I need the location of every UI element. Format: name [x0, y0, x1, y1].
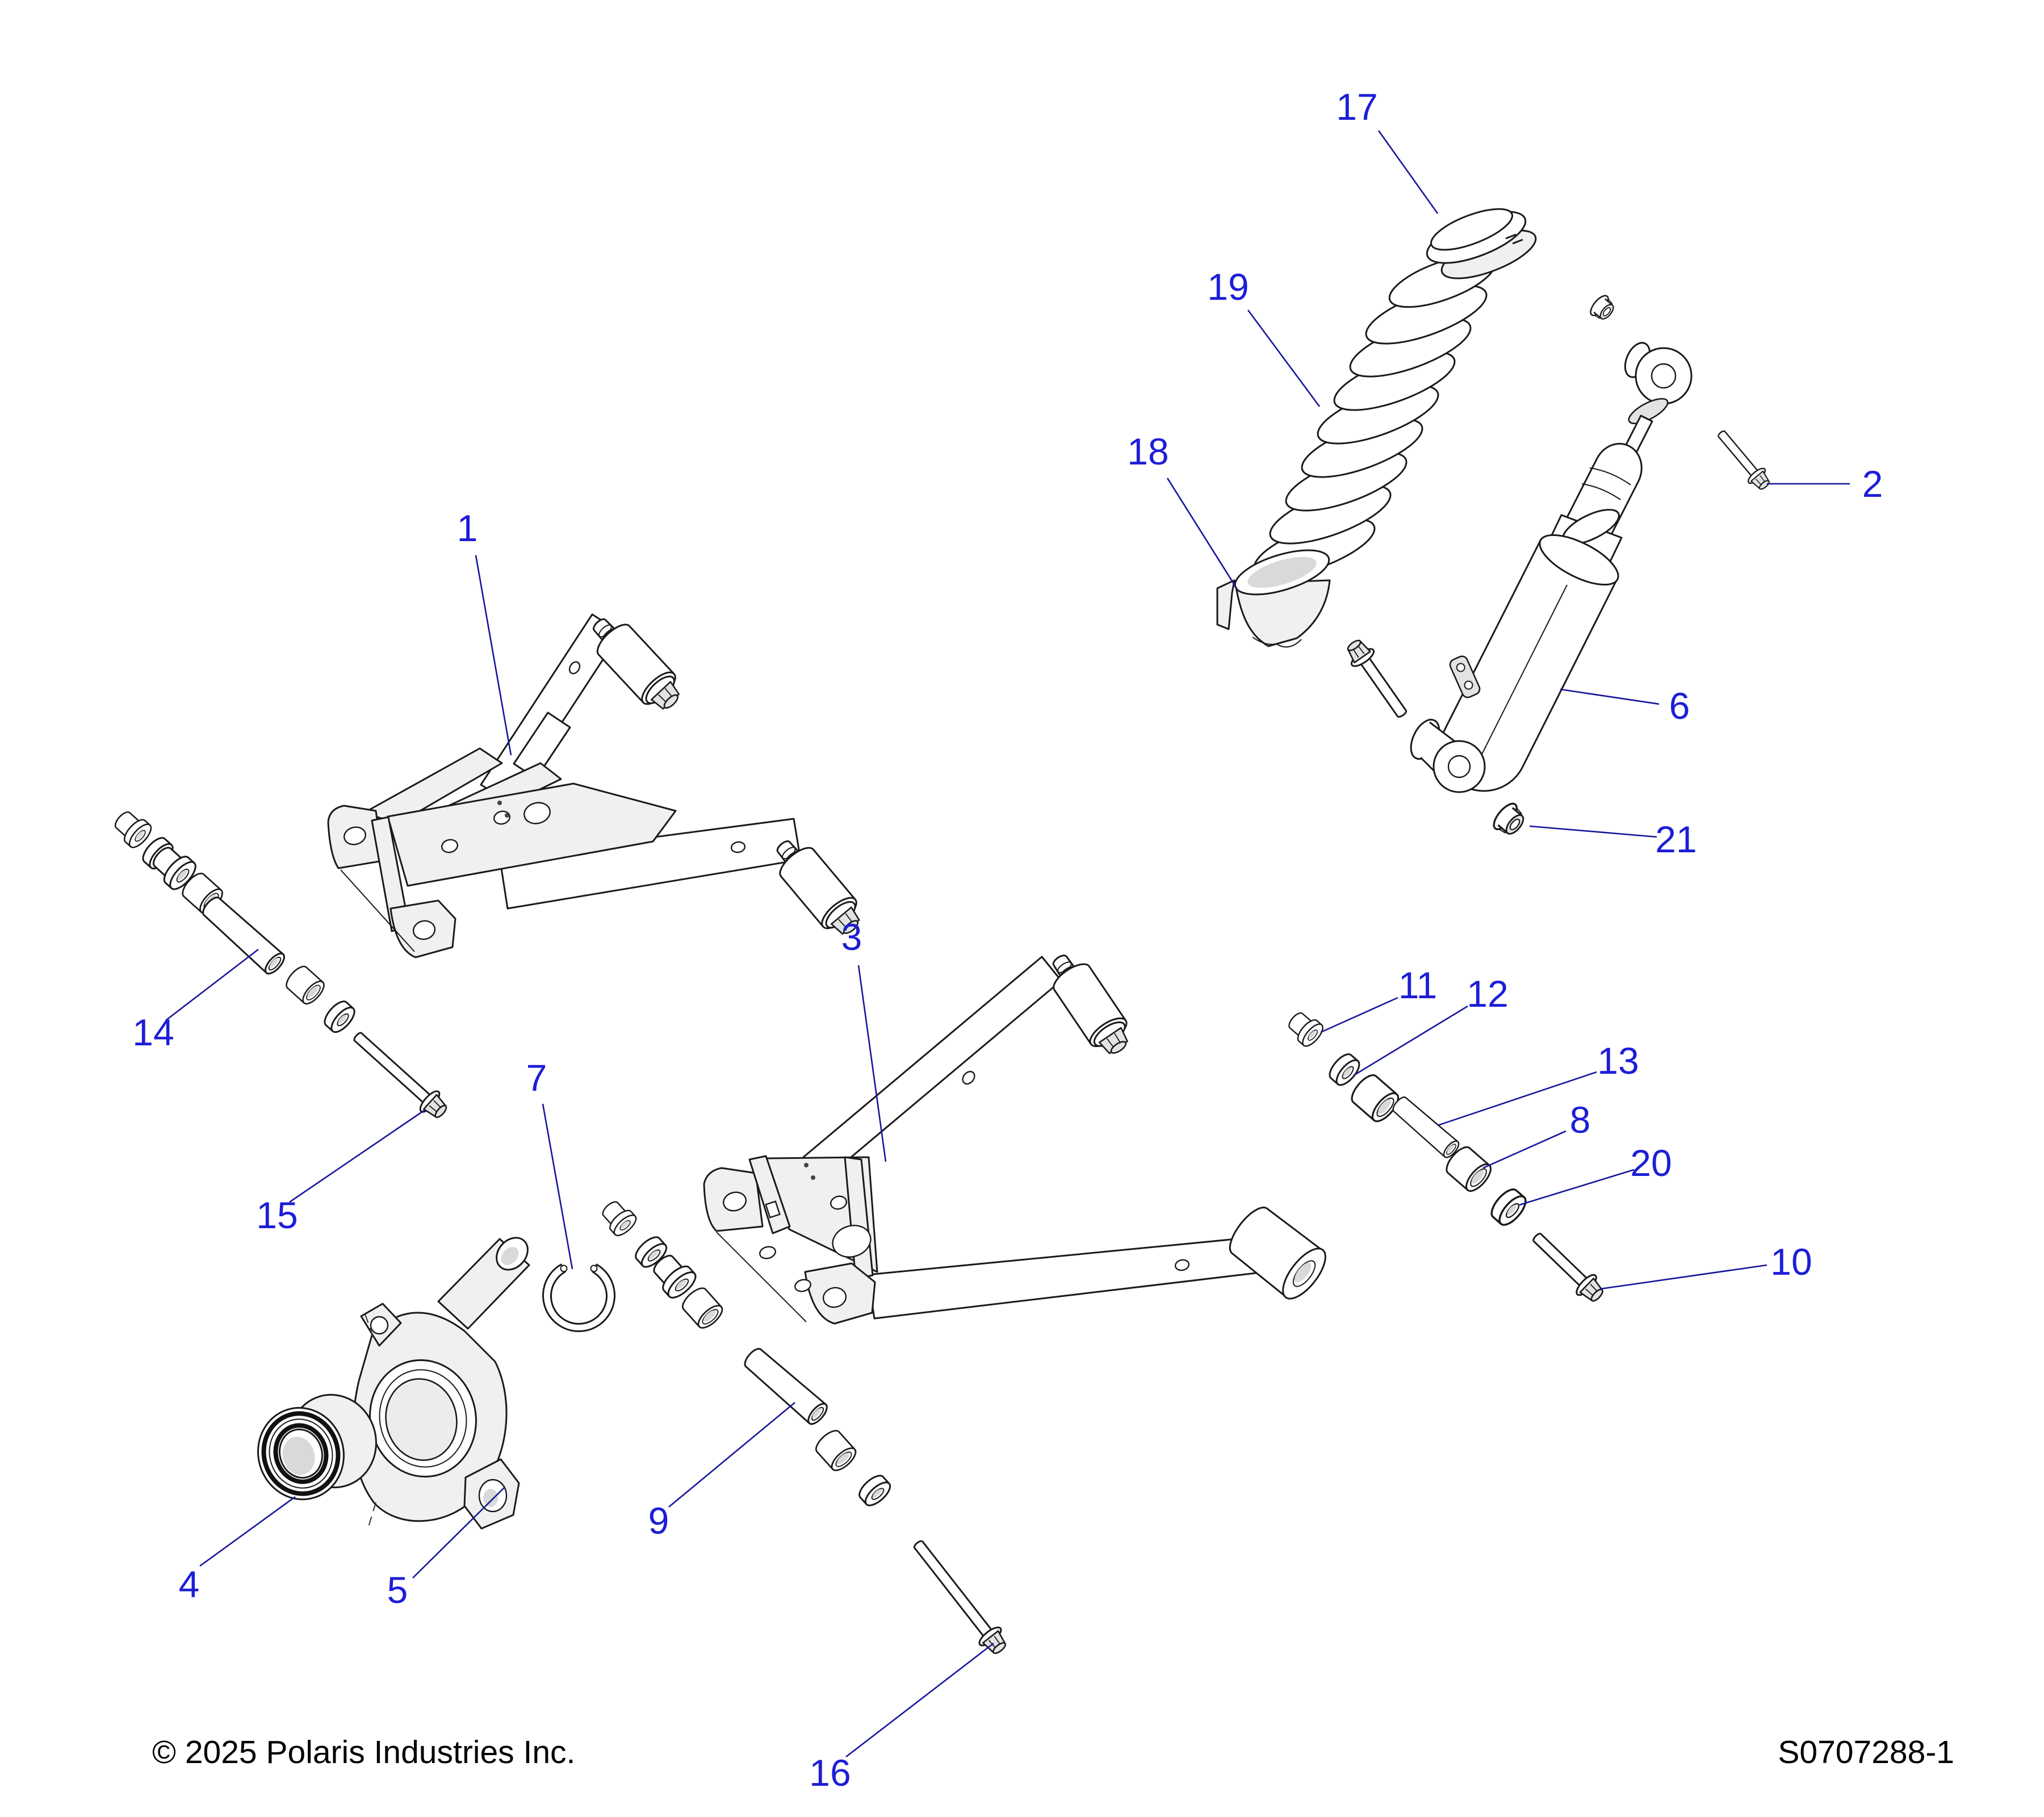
spacer — [1346, 1070, 1404, 1127]
lower-arm-rear-tube — [866, 1237, 1257, 1320]
bushing — [109, 805, 156, 852]
bolt-2 — [1712, 426, 1774, 493]
callout-15[interactable]: 15 — [256, 1194, 298, 1236]
callout-20[interactable]: 20 — [1630, 1142, 1672, 1184]
callout-18[interactable]: 18 — [1127, 430, 1168, 472]
callout-5-leader — [412, 1487, 505, 1579]
spacer — [282, 962, 328, 1008]
sleeve-tube-13 — [1389, 1094, 1462, 1161]
callout-21-leader — [1529, 825, 1657, 838]
callout-14[interactable]: 14 — [132, 1011, 174, 1053]
sleeve-tube-9 — [740, 1344, 831, 1428]
copyright-text: © 2025 Polaris Industries Inc. — [152, 1734, 575, 1770]
callout-16-leader — [845, 1642, 994, 1758]
callout-4[interactable]: 4 — [179, 1563, 200, 1605]
spacer — [811, 1426, 860, 1475]
upper-control-arm — [327, 607, 870, 958]
callout-9-leader — [668, 1401, 795, 1508]
callout-4-leader — [199, 1496, 296, 1567]
callout-8[interactable]: 8 — [1570, 1099, 1591, 1141]
callout-7-leader — [542, 1103, 573, 1270]
hub-carrier — [352, 1237, 530, 1530]
lower-arm-front-pivot-bushing — [1040, 945, 1139, 1064]
lower-arm-rear-bushing — [1221, 1199, 1334, 1307]
bushing-stack-right — [1283, 1007, 1609, 1307]
spring-retainer-upper — [1426, 208, 1537, 279]
bolt-16 — [907, 1535, 1011, 1659]
washer-20 — [1486, 1184, 1531, 1230]
callout-1-leader — [475, 555, 512, 756]
callout-17-leader — [1377, 130, 1439, 214]
upper-arm-bracket — [387, 782, 677, 887]
callout-12[interactable]: 12 — [1467, 973, 1508, 1015]
callout-19-leader — [1247, 309, 1321, 407]
callout-3[interactable]: 3 — [841, 916, 862, 958]
washer — [320, 997, 359, 1037]
callout-18-leader — [1166, 478, 1238, 589]
callout-17[interactable]: 17 — [1336, 86, 1377, 128]
callout-14-leader — [165, 948, 259, 1021]
drawing-number: S0707288-1 — [1778, 1734, 1954, 1770]
callout-2[interactable]: 2 — [1862, 463, 1883, 505]
callout-7[interactable]: 7 — [526, 1057, 547, 1099]
washer-12 — [1325, 1049, 1364, 1090]
callout-5[interactable]: 5 — [387, 1569, 408, 1611]
wheel-bearing — [257, 1393, 377, 1501]
callout-8-leader — [1482, 1130, 1566, 1169]
callout-12-leader — [1353, 1005, 1468, 1077]
callout-15-leader — [289, 1109, 425, 1203]
sleeve-tube-14 — [198, 893, 288, 978]
callout-10[interactable]: 10 — [1770, 1241, 1812, 1283]
callout-13-leader — [1437, 1071, 1597, 1127]
callout-11-leader — [1320, 997, 1398, 1033]
callout-3-leader — [857, 965, 887, 1162]
callout-21[interactable]: 21 — [1655, 818, 1697, 860]
callout-13[interactable]: 13 — [1597, 1040, 1639, 1082]
bolt-15 — [347, 1025, 451, 1123]
bushing-stack-center — [596, 1196, 1011, 1659]
callout-19[interactable]: 19 — [1207, 266, 1249, 308]
retainer-bolt — [1342, 635, 1414, 723]
callout-11[interactable]: 11 — [1398, 964, 1438, 1006]
callout-16[interactable]: 16 — [809, 1752, 851, 1794]
flange-nut-21 — [1489, 799, 1530, 841]
callout-20-leader — [1519, 1169, 1635, 1206]
callout-9[interactable]: 9 — [648, 1500, 669, 1542]
callout-6-leader — [1560, 688, 1660, 705]
callout-10-leader — [1599, 1264, 1767, 1290]
bolt-10 — [1527, 1226, 1609, 1307]
lower-control-arm — [703, 945, 1334, 1325]
callout-1[interactable]: 1 — [457, 507, 478, 549]
spring-retainer-lower — [1216, 549, 1331, 648]
snap-ring — [542, 1263, 615, 1333]
coil-spring — [1253, 254, 1496, 578]
flange-nut-top — [1586, 292, 1619, 325]
bushing — [596, 1196, 640, 1240]
shock-absorber — [1410, 342, 1693, 793]
callout-6[interactable]: 6 — [1669, 685, 1690, 727]
washer — [855, 1471, 895, 1510]
bushing-11 — [1283, 1007, 1327, 1050]
